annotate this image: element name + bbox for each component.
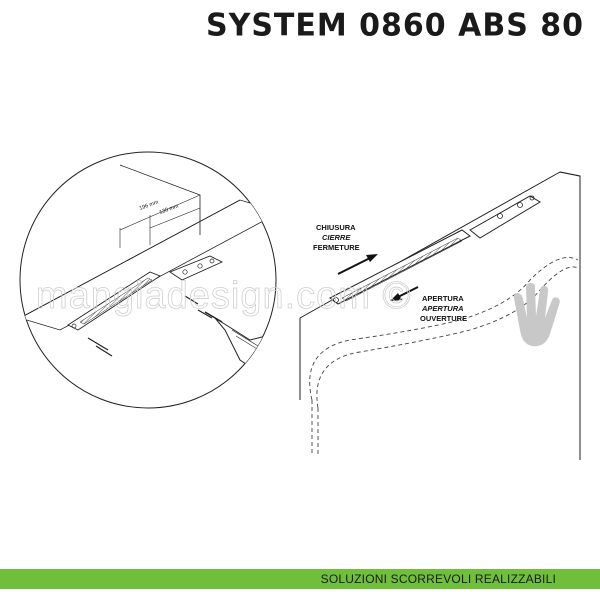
hand-icon: [513, 283, 560, 347]
watermark: mangiadesign.com ©: [36, 275, 412, 317]
opening-label-it: APERTURA: [422, 294, 464, 303]
footer-text: SOLUZIONI SCORREVOLI REALIZZABILI: [320, 572, 556, 586]
footer-bar: SOLUZIONI SCORREVOLI REALIZZABILI: [0, 569, 600, 589]
installed-view: CHIUSURA CIERRE FERMETURE APERTURA APERT…: [299, 171, 581, 460]
closing-label-es: CIERRE: [322, 233, 351, 242]
opening-label-fr: OUVERTURE: [420, 314, 467, 323]
closing-arrow: [337, 254, 378, 275]
opening-arrow: [390, 286, 419, 301]
opening-label-es: APERTURA: [421, 304, 464, 313]
closing-label-it: CHIUSURA: [316, 223, 356, 232]
dimension-outer: 196 mm: [139, 199, 160, 212]
dimension-inner: 130 mm: [159, 203, 180, 216]
closing-label-fr: FERMETURE: [313, 243, 360, 252]
page-title: SYSTEM 0860 ABS 80: [205, 7, 584, 44]
